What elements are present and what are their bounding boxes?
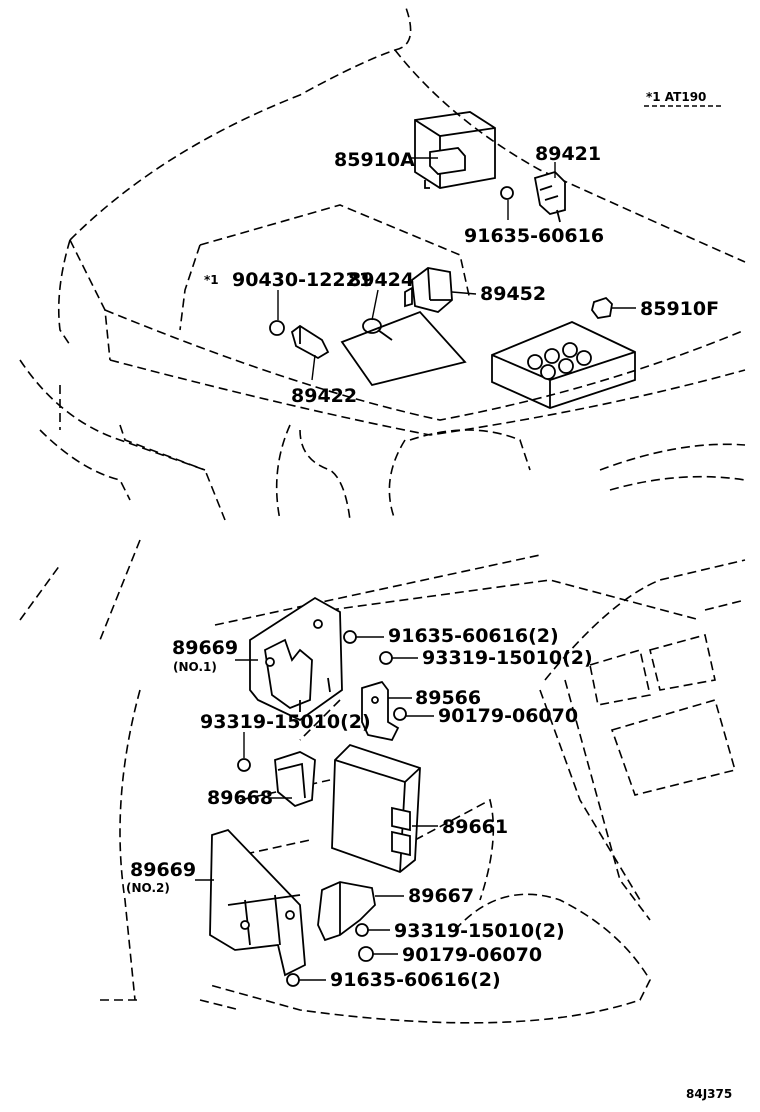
bracket-89669-no1-drawing	[249, 596, 343, 722]
label-89566: 89566	[415, 687, 481, 709]
label-no2: (NO.2)	[126, 881, 170, 895]
label-89421: 89421	[535, 143, 601, 165]
label-93319-15010-2a: 93319-15010(2)	[422, 647, 593, 669]
label-89424: 89424	[348, 269, 414, 291]
bracket-89566-drawing	[361, 680, 400, 742]
ecu-89661-drawing	[331, 743, 421, 874]
variant-marker: *1	[204, 273, 219, 287]
bracket-89668-drawing	[274, 751, 316, 808]
engine-bay-outline	[19, 4, 746, 521]
fuse-box-drawing	[491, 296, 636, 409]
label-89661: 89661	[442, 816, 508, 838]
label-89667: 89667	[408, 885, 474, 907]
label-85910a: 85910A	[334, 149, 415, 171]
label-93319-15010-2b: 93319-15010(2)	[200, 711, 371, 733]
label-89422: 89422	[291, 385, 357, 407]
label-93319-15010-2c: 93319-15010(2)	[394, 920, 565, 942]
label-90430-12221: 90430-12221	[232, 269, 372, 291]
label-90179-06070b: 90179-06070	[402, 944, 542, 966]
part-89424-drawing	[362, 318, 393, 341]
label-91635-60616: 91635-60616	[464, 225, 604, 247]
label-91635-60616-2a: 91635-60616(2)	[388, 625, 559, 647]
module-89452-drawing	[404, 267, 453, 313]
label-89668: 89668	[207, 787, 273, 809]
label-85910f: 85910F	[640, 298, 719, 320]
leader-lines	[195, 157, 636, 981]
label-89669-no1: 89669	[172, 637, 238, 659]
relay-85910a-drawing	[414, 111, 496, 189]
label-90179-06070a: 90179-06070	[438, 705, 578, 727]
bracket-89667-drawing	[317, 881, 376, 942]
label-89669-no2: 89669	[130, 859, 196, 881]
label-no1: (NO.1)	[173, 660, 217, 674]
sensor-89421-drawing	[500, 170, 566, 223]
variant-note: *1 AT190	[646, 90, 706, 104]
console-outline	[19, 539, 746, 1024]
part-labels: *1 AT190 85910A 89421 91635-60616 *1 904…	[126, 90, 732, 1101]
bolt-89422-drawing	[269, 320, 330, 360]
label-89452: 89452	[480, 283, 546, 305]
label-91635-60616-2b: 91635-60616(2)	[330, 969, 501, 991]
diagram-code: 84J375	[686, 1087, 732, 1101]
hood-panel-outline	[340, 310, 467, 387]
bracket-89669-no2-drawing	[209, 828, 306, 977]
